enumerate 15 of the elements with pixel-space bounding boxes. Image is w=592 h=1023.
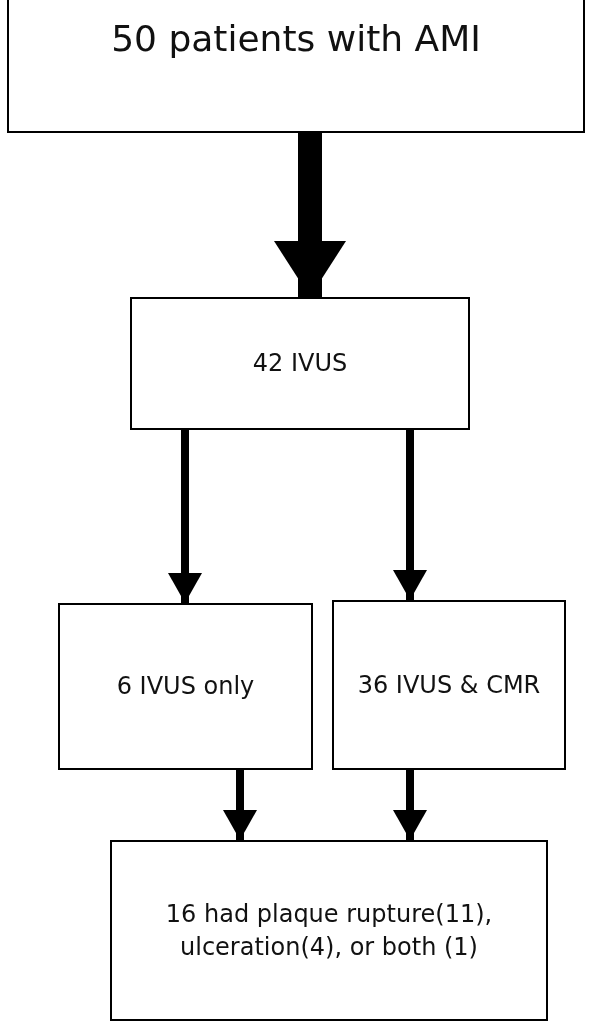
process-box	[110, 840, 548, 1021]
arrow	[223, 770, 257, 840]
arrow	[393, 770, 427, 840]
box-label: 36 IVUS & CMR	[357, 669, 541, 701]
box-label: 42 IVUS	[252, 348, 348, 380]
arrow	[168, 430, 202, 603]
process-box	[130, 297, 470, 430]
process-box	[7, 0, 585, 133]
process-box	[58, 603, 313, 770]
box-label: 16 had plaque rupture(11), ulceration(4), or both (1)	[164, 899, 494, 963]
process-box	[332, 600, 566, 770]
arrow	[274, 133, 346, 297]
arrow	[393, 430, 427, 600]
box-label: 6 IVUS only	[116, 671, 255, 703]
box-label: 50 patients with AMI	[111, 17, 481, 62]
